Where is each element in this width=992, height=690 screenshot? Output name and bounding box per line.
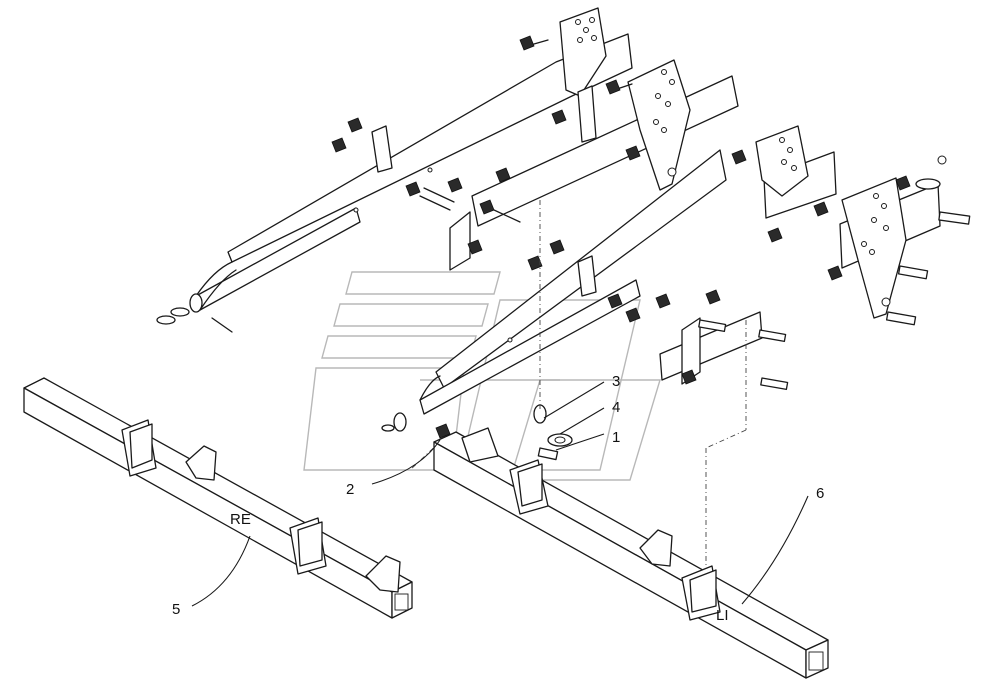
bolt-13 — [549, 239, 565, 255]
small-parts — [533, 404, 573, 461]
callout-1: 1 — [612, 429, 620, 446]
bolt-6 — [625, 145, 641, 161]
beam-label-re: RE — [230, 511, 251, 528]
bracket-li-4 — [681, 565, 721, 621]
callout-2: 2 — [346, 481, 354, 498]
bolt-7 — [405, 181, 455, 211]
bracket-li-3 — [639, 529, 673, 567]
bolt-15 — [895, 175, 911, 191]
bolt-4 — [331, 137, 347, 153]
callout-labels: 1 2 3 4 5 6 RE LI — [172, 373, 824, 624]
callout-5: 5 — [172, 601, 180, 618]
bolt-19 — [607, 293, 623, 309]
pin-clip — [915, 155, 947, 190]
bolt-12 — [527, 255, 543, 271]
bolt-11 — [467, 239, 483, 255]
bracket-re-2 — [185, 445, 217, 481]
bolt-17 — [767, 227, 783, 243]
bolt-10 — [479, 199, 521, 223]
bolt-2 — [605, 79, 633, 95]
bolt-long-right-6 — [698, 319, 727, 333]
bolt-9 — [495, 167, 511, 183]
callout-4: 4 — [612, 399, 620, 416]
bracket-re-3 — [289, 517, 327, 575]
callout-6: 6 — [816, 485, 824, 502]
plate-holes — [575, 17, 891, 307]
tube-beam-right — [23, 377, 413, 619]
bolt-long-right-3 — [885, 311, 917, 326]
bolt-8 — [447, 177, 463, 193]
tube-beam-left — [433, 427, 829, 679]
bolt-21 — [655, 293, 671, 309]
leader-lines — [191, 381, 809, 607]
bolt-long-right-2 — [897, 265, 929, 280]
bolt-20 — [625, 307, 641, 323]
bolt-1 — [519, 35, 549, 51]
callout-3: 3 — [612, 373, 620, 390]
bracket-li-1 — [461, 427, 499, 463]
bolt-24 — [435, 423, 451, 439]
bolt-long-right-1 — [938, 211, 971, 225]
bolt-16 — [813, 201, 829, 217]
bolt-long-right-5 — [760, 377, 789, 391]
bracket-li-2 — [509, 459, 549, 515]
bolt-22 — [705, 289, 721, 305]
part-1-pin — [537, 447, 559, 461]
bolt-18 — [827, 265, 843, 281]
beam-label-li: LI — [716, 607, 729, 624]
bracket-re-1 — [121, 419, 157, 477]
mounting-plates — [371, 7, 907, 319]
bolt-23 — [681, 369, 697, 385]
bolt-5 — [551, 109, 567, 125]
bolt-14 — [731, 149, 747, 165]
bolt-long-right-4 — [758, 329, 787, 343]
frame-arm-left — [156, 33, 633, 333]
bracket-re-4 — [365, 555, 401, 593]
fasteners — [331, 35, 971, 439]
bolt-3 — [347, 117, 363, 133]
